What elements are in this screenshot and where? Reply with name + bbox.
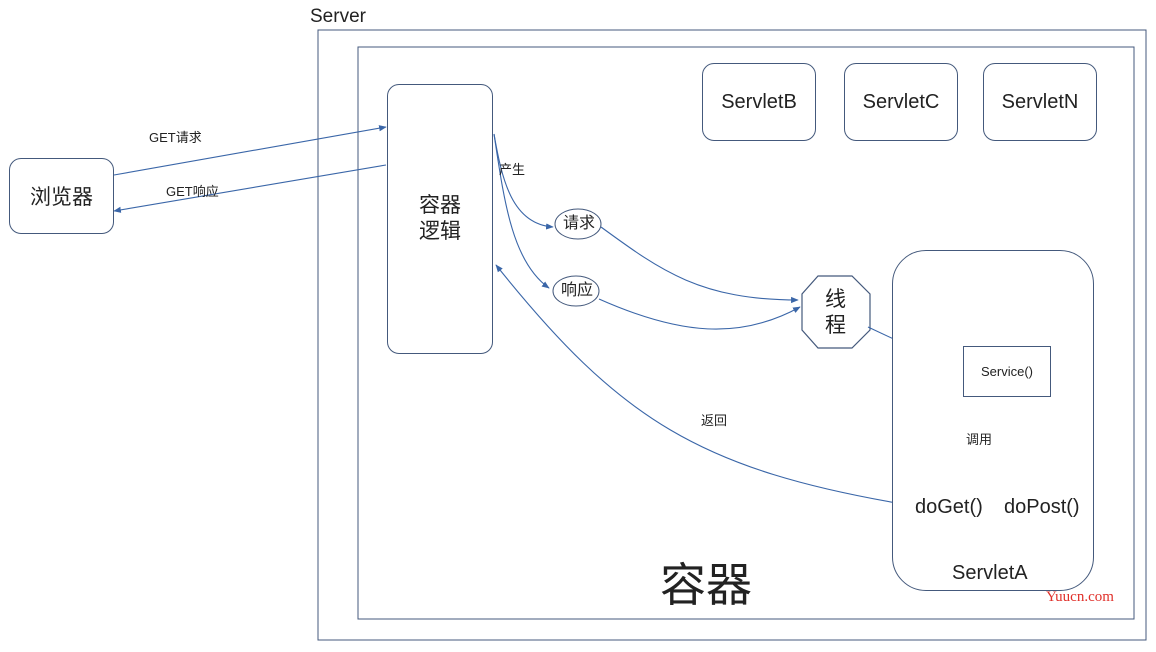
get-request-label: GET请求: [149, 130, 202, 145]
edge-response-thread: [598, 298, 801, 330]
thread-label-line1: 线: [825, 288, 846, 311]
servlet-c-node: ServletC: [844, 63, 958, 141]
service-box: Service(): [963, 346, 1051, 397]
container-logic-line2: 逻辑: [419, 220, 461, 243]
browser-label: 浏览器: [30, 186, 93, 209]
thread-label-line2: 程: [825, 314, 846, 337]
servlet-n-label: ServletN: [1001, 90, 1079, 113]
request-label: 请求: [563, 215, 596, 232]
edge-produce-response: [493, 133, 550, 289]
edge-produce-request: [493, 133, 554, 230]
response-ellipse: [552, 275, 600, 307]
doget-label: doGet(): [915, 496, 983, 518]
edge-get-request: [113, 125, 387, 176]
container-logic-node: 容器 逻辑: [387, 84, 493, 354]
dopost-label: doPost(): [1004, 496, 1080, 518]
edge-return: [495, 264, 909, 506]
servlet-b-label: ServletB: [721, 90, 797, 113]
edge-get-response: [113, 164, 387, 213]
browser-node: 浏览器: [9, 158, 114, 234]
produce-label: 产生: [499, 162, 526, 177]
request-ellipse: [554, 208, 602, 240]
container-logic-line1: 容器: [419, 193, 461, 217]
container-title: 容器: [660, 559, 752, 611]
servlet-b-node: ServletB: [702, 63, 816, 141]
server-title: Server: [310, 6, 366, 27]
servlet-n-node: ServletN: [983, 63, 1097, 141]
servlet-a-label: ServletA: [952, 562, 1028, 584]
response-label: 响应: [561, 282, 594, 299]
thread-octagon: [801, 275, 871, 349]
service-label: Service(): [980, 364, 1033, 379]
invoke-label: 调用: [966, 432, 993, 447]
servlet-a-node: [892, 250, 1094, 591]
server-frame: [317, 29, 1147, 641]
return-label: 返回: [701, 413, 728, 428]
edge-request-thread: [600, 226, 799, 304]
servlet-c-label: ServletC: [862, 90, 940, 113]
get-response-label: GET响应: [166, 184, 219, 199]
container-frame: [357, 46, 1135, 620]
watermark-text: Yuucn.com: [1046, 589, 1114, 605]
